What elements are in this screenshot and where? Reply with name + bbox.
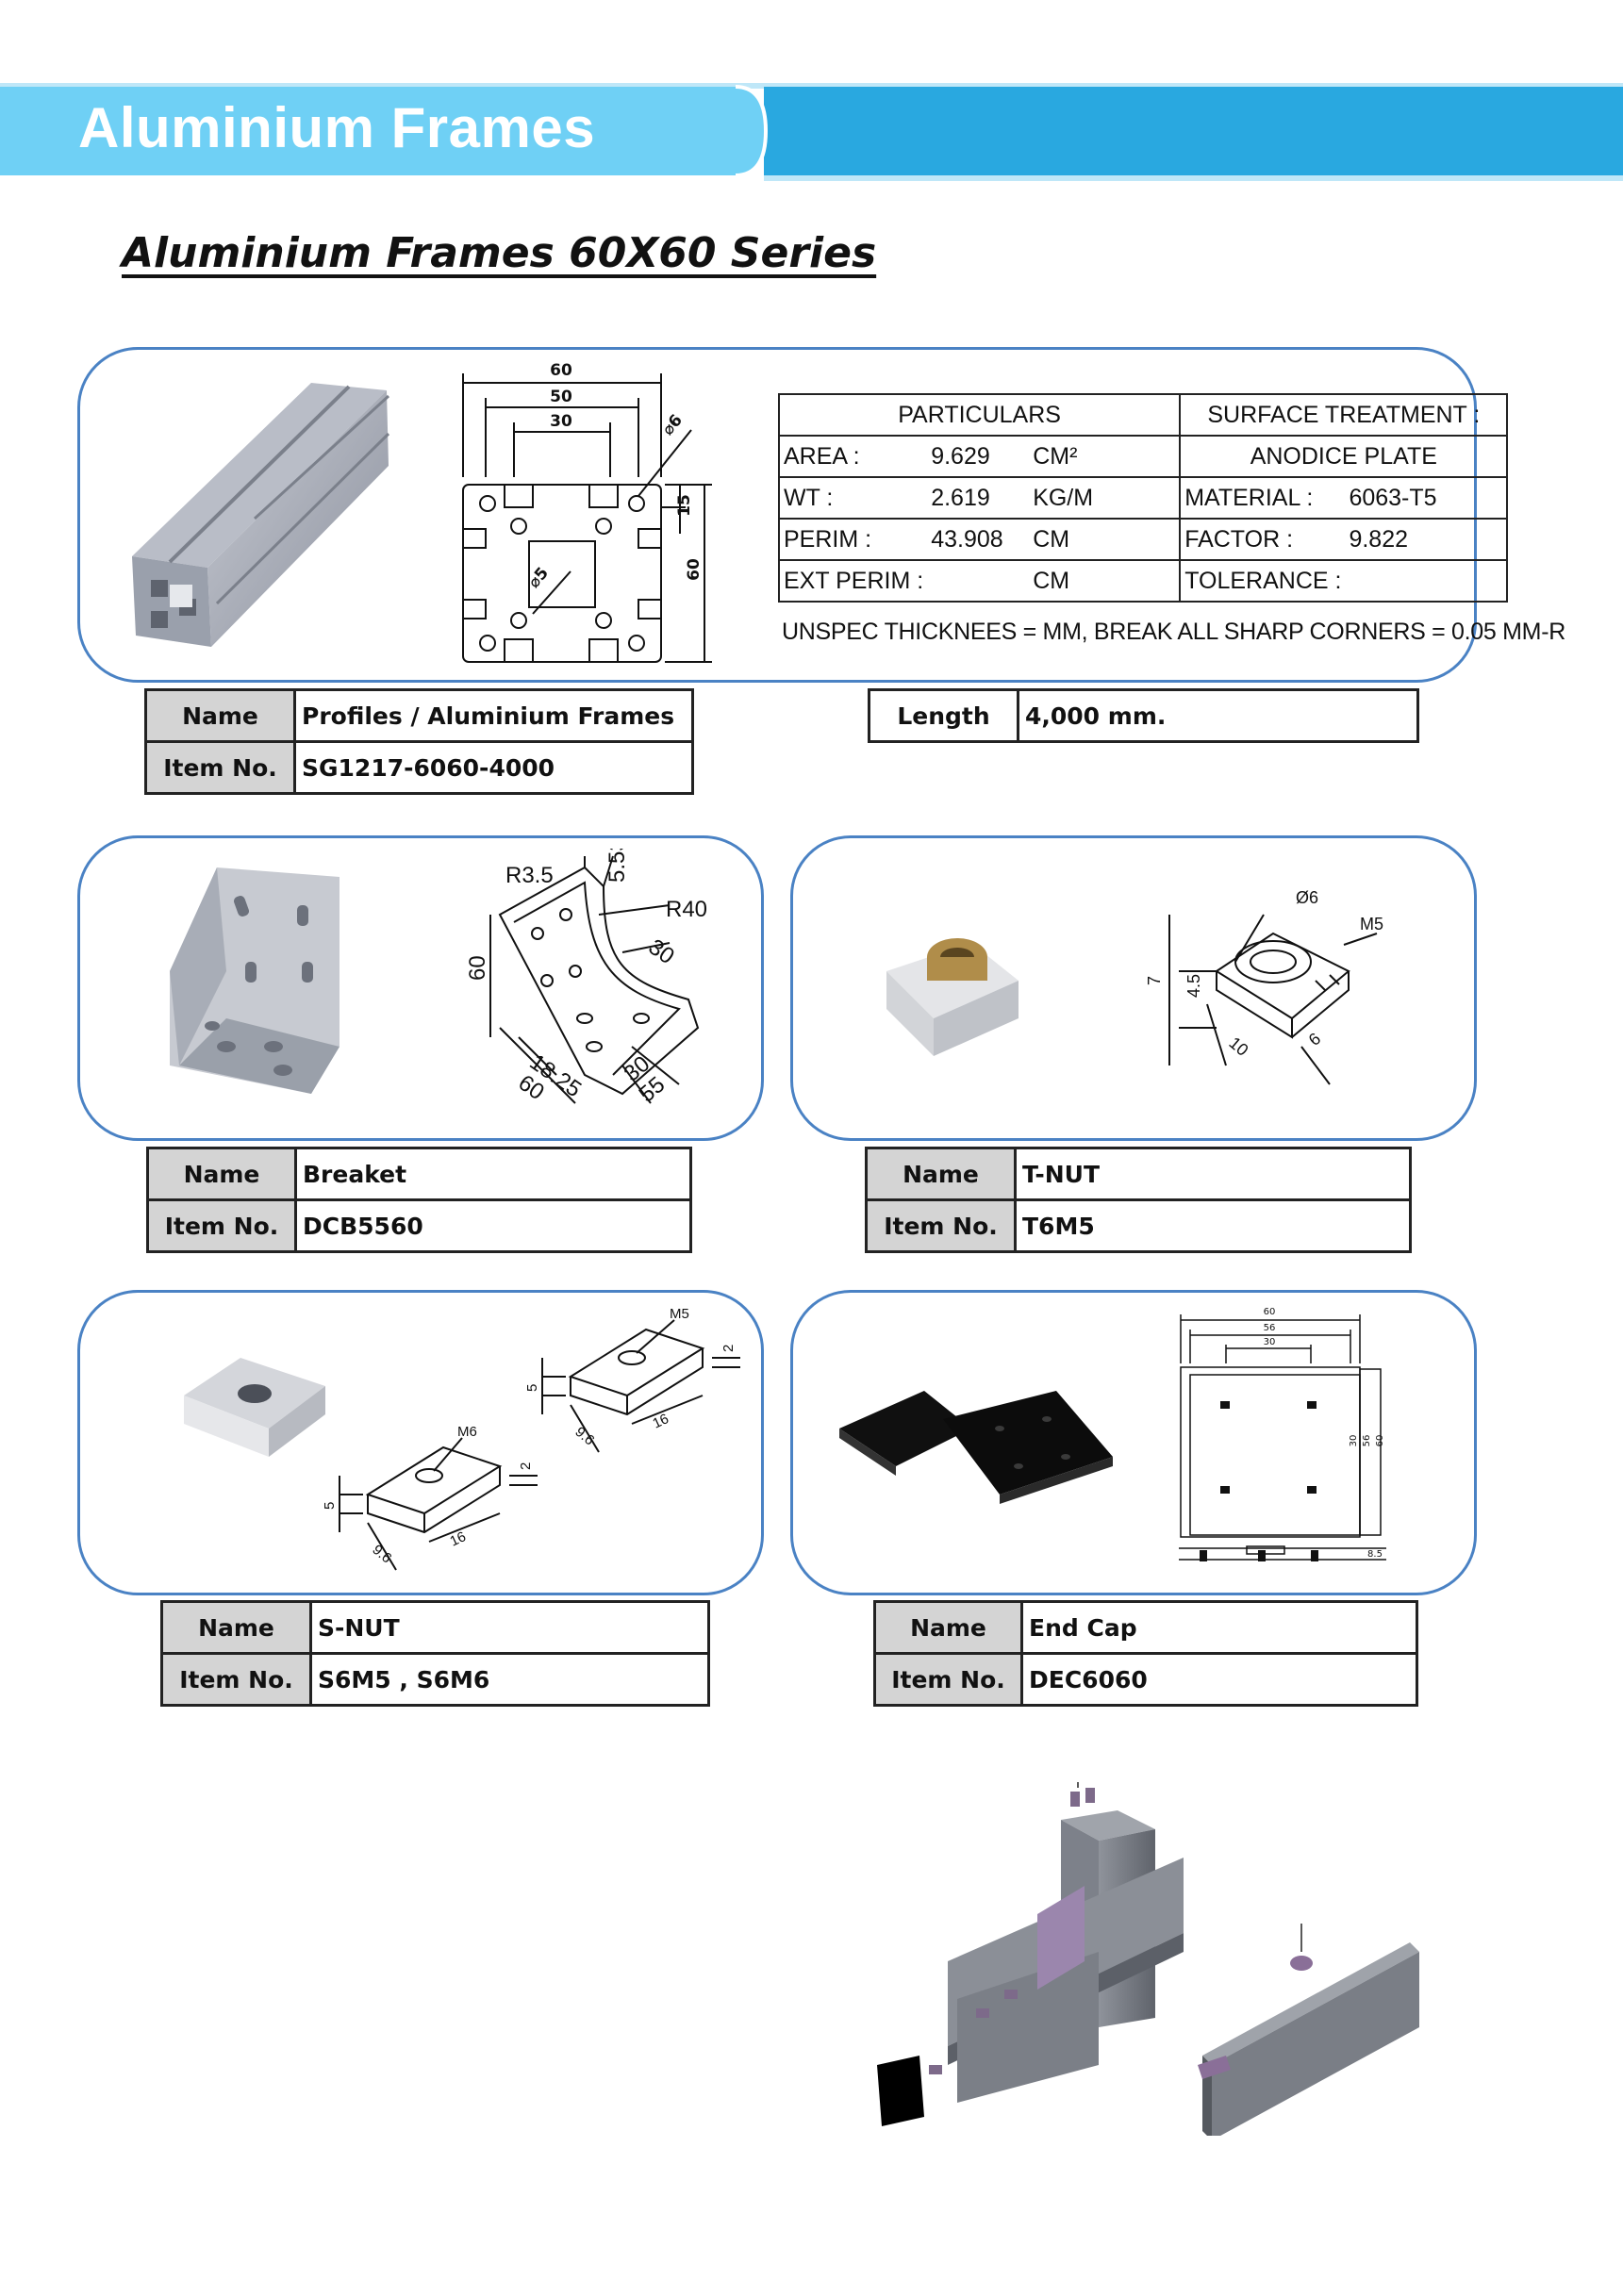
endcap-dim-30b: 30: [1349, 1435, 1359, 1447]
tnut-dim-6: 6: [1305, 1029, 1325, 1049]
endcap-dim-60b: 60: [1375, 1435, 1385, 1447]
endcap-dim-85: 8.5: [1367, 1549, 1383, 1560]
header-banner: [0, 81, 1623, 187]
endcap-image: [839, 1391, 1113, 1504]
spec-surface-value: ANODICE PLATE: [1179, 435, 1509, 478]
snut-drawing-m6: M6 2 5 9.6 16: [322, 1424, 538, 1571]
dim-dia-6: ⌀6: [658, 411, 687, 439]
tnut-drawing: Ø6 M5 7 4.5 10 6: [1145, 888, 1383, 1085]
spec-note: UNSPEC THICKNEES = MM, BREAK ALL SHARP C…: [782, 619, 1565, 645]
bracket-drawing: R3.5 5.53 R40 30 60 18.25 60 30 55: [465, 849, 707, 1108]
section-title: Aluminium Frames 60X60 Series: [122, 229, 877, 277]
tnut-dim-10: 10: [1225, 1033, 1251, 1060]
profile-spec-table: PARTICULARS SURFACE TREATMENT : AREA : 9…: [777, 393, 1509, 603]
snut-dim-2b: 2: [518, 1462, 534, 1470]
profile-length: 4,000 mm.: [1017, 688, 1419, 743]
snut-dim-5b: 5: [322, 1502, 338, 1510]
tnut-dim-dia6: Ø6: [1296, 888, 1318, 907]
endcap-dim-60a: 60: [1264, 1307, 1276, 1317]
bracket-dim-60a: 60: [465, 955, 490, 981]
profile-image: [132, 383, 390, 647]
dim-60-top: 60: [550, 361, 572, 380]
spec-surface-treatment: SURFACE TREATMENT :: [1179, 393, 1509, 437]
snut-dim-m6: M6: [457, 1424, 477, 1440]
snut-name: S-NUT: [309, 1600, 710, 1655]
tnut-item-no: T6M5: [1014, 1198, 1412, 1253]
snut-dim-96b: 9.6: [369, 1542, 394, 1566]
endcap-dim-56a: 56: [1264, 1323, 1276, 1333]
snut-item-no: S6M5 , S6M6: [309, 1652, 710, 1707]
bracket-dim-r40: R40: [666, 897, 707, 922]
header-title: Aluminium Frames: [78, 96, 596, 159]
bracket-dim-553: 5.53: [604, 849, 630, 883]
endcap-dim-56b: 56: [1362, 1435, 1372, 1447]
snut-dim-2a: 2: [720, 1345, 737, 1352]
bracket-dim-30a: 30: [644, 934, 679, 969]
endcap-dim-30a: 30: [1264, 1337, 1276, 1347]
snut-image: [184, 1358, 325, 1457]
endcap-item-no: DEC6060: [1020, 1652, 1418, 1707]
snut-dim-m5: M5: [670, 1306, 689, 1322]
profile-cross-section-drawing: 60 50 30 15 60 ⌀6 ⌀5: [462, 361, 712, 663]
snut-dim-16a: 16: [651, 1411, 671, 1431]
bracket-image: [170, 867, 340, 1094]
endcap-drawing: 60 56 30 30 56 60 8.5: [1179, 1307, 1386, 1561]
tnut-name: T-NUT: [1014, 1147, 1412, 1201]
snut-dim-5a: 5: [524, 1384, 540, 1392]
dim-60-side: 60: [685, 558, 704, 581]
bracket-item-no: DCB5560: [294, 1198, 692, 1253]
tnut-dim-m5: M5: [1360, 915, 1383, 933]
dim-30: 30: [550, 412, 572, 431]
dim-50: 50: [550, 388, 572, 406]
snut-dim-96a: 9.6: [571, 1424, 597, 1448]
tnut-dim-7: 7: [1145, 976, 1164, 985]
assembly-illustration: [877, 1782, 1419, 2136]
snut-dim-16b: 16: [448, 1528, 469, 1549]
endcap-name: End Cap: [1020, 1600, 1418, 1655]
bracket-name: Breaket: [294, 1147, 692, 1201]
tnut-image: [886, 938, 1019, 1056]
bracket-dim-r35: R3.5: [505, 863, 554, 888]
profile-name: Profiles / Aluminium Frames: [293, 688, 694, 743]
tnut-dim-45: 4.5: [1184, 974, 1203, 998]
snut-drawing-m5: M5 2 5 9.6 16: [524, 1306, 740, 1453]
profile-item-no: SG1217-6060-4000: [293, 740, 694, 795]
spec-particulars: PARTICULARS: [777, 393, 1182, 437]
dim-15: 15: [675, 494, 694, 517]
